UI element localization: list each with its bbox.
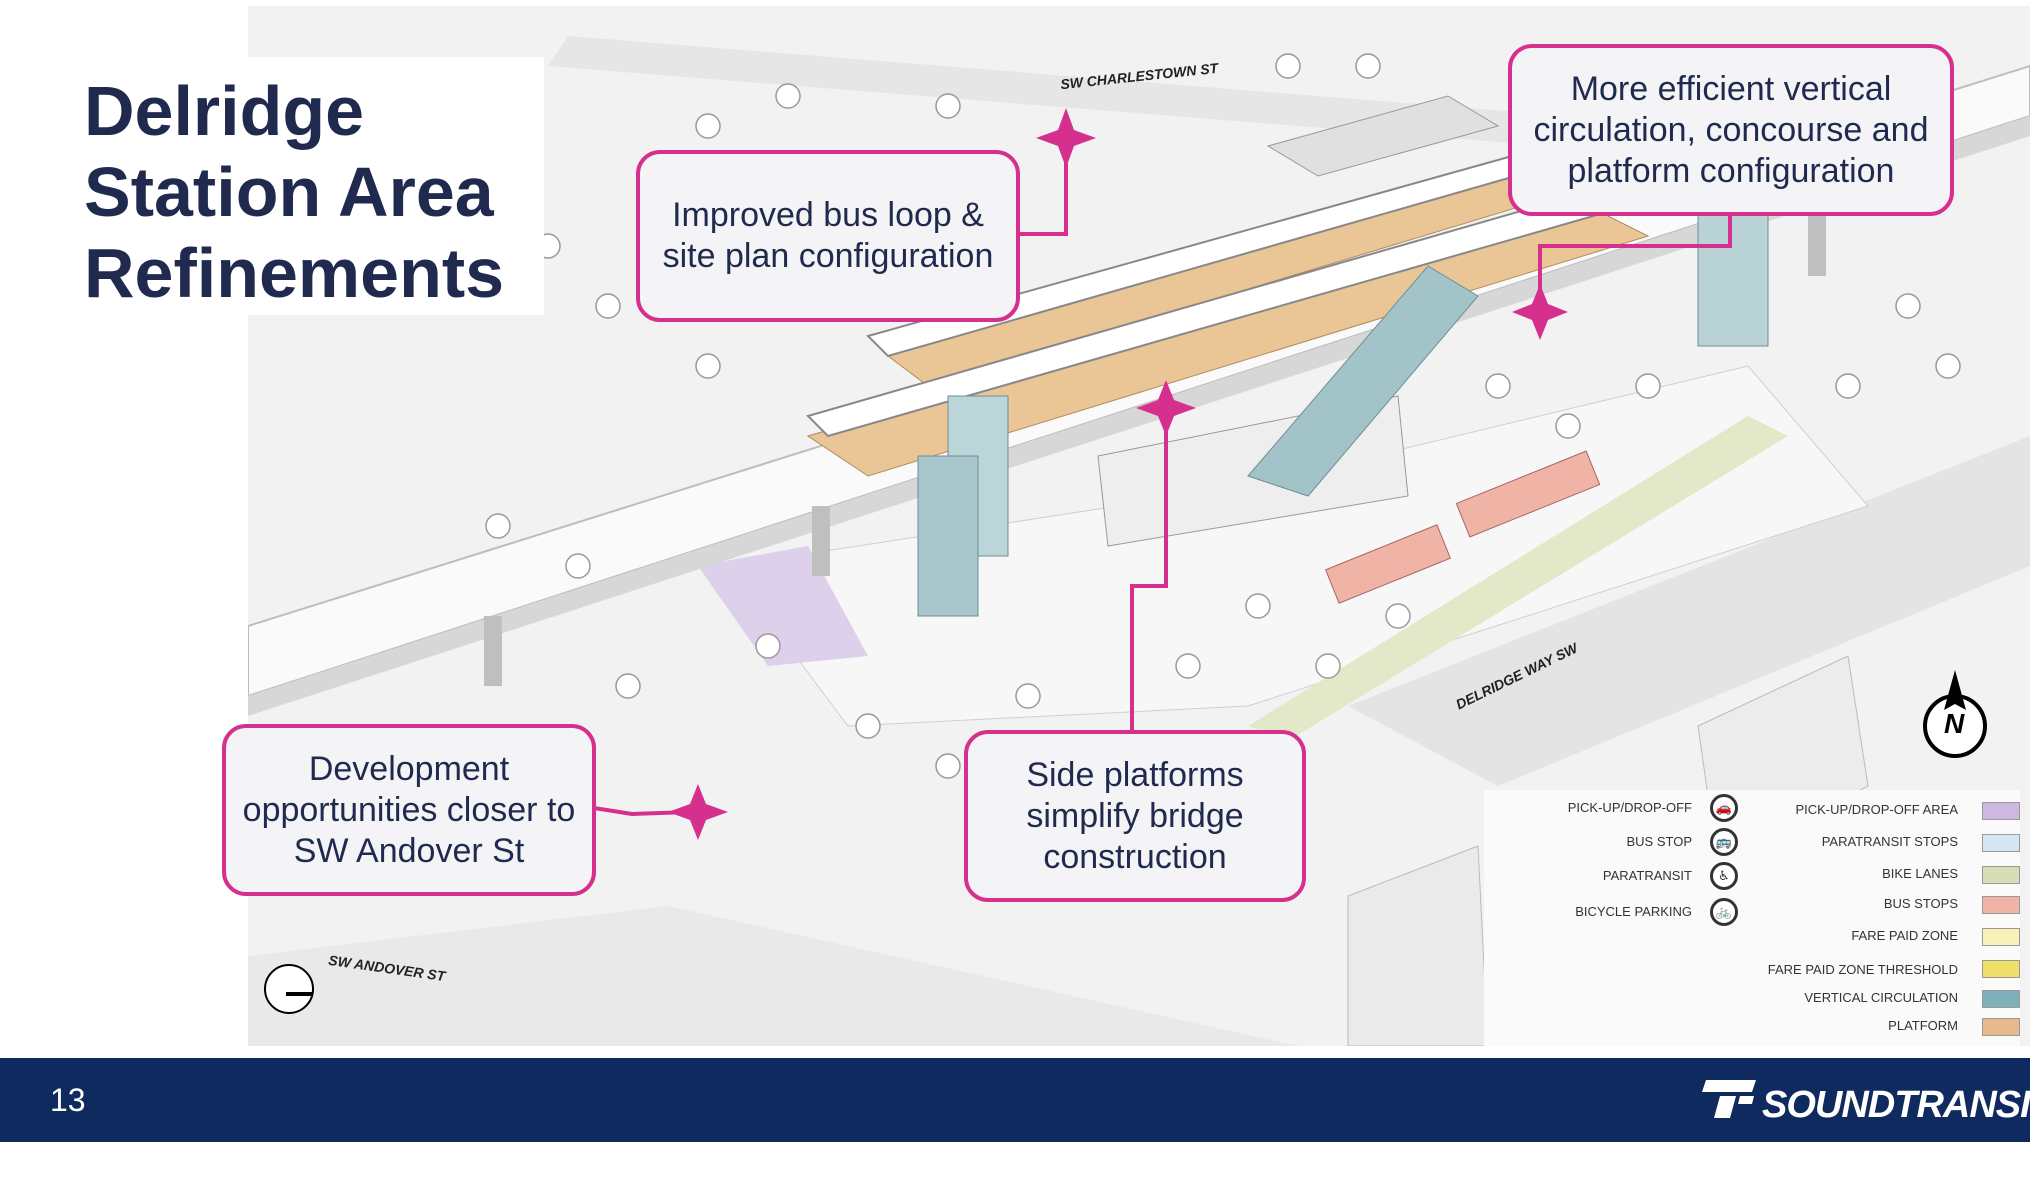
slide-title: Delridge Station Area Refinements — [56, 57, 544, 315]
bicycle-icon: 🚲 — [1710, 898, 1738, 926]
footer-bar — [0, 1058, 2030, 1142]
legend-label-bike-lanes: BIKE LANES — [1882, 866, 1958, 881]
swatch-bike-lanes — [1982, 866, 2020, 884]
title-line-2: Station Area — [84, 153, 494, 231]
callout-vertical-circulation: More efficient vertical circulation, con… — [1508, 44, 1954, 216]
star-marker-vertical — [1512, 284, 1568, 340]
star-marker-bus-loop — [1036, 108, 1096, 168]
swatch-pickup-area — [1982, 802, 2020, 820]
north-label: N — [1944, 708, 1965, 739]
swatch-vertical-circulation — [1982, 990, 2020, 1008]
title-line-3: Refinements — [84, 234, 505, 312]
brand-wordmark: SOUNDTRANSIT — [1762, 1084, 2040, 1126]
swatch-platform — [1982, 1018, 2020, 1036]
swatch-bus-stops — [1982, 896, 2020, 914]
north-arrow-icon: N — [1922, 670, 1988, 760]
legend-panel: PICK-UP/DROP-OFF 🚗 BUS STOP 🚌 PARATRANSI… — [1484, 790, 2020, 1046]
legend-label-paratransit: PARATRANSIT — [1602, 868, 1692, 883]
slide-number: 13 — [50, 1082, 86, 1118]
car-icon: 🚗 — [1710, 794, 1738, 822]
title-line-1: Delridge — [84, 72, 365, 150]
swatch-paratransit-stops — [1982, 834, 2020, 852]
legend-label-pickup-area: PICK-UP/DROP-OFF AREA — [1795, 802, 1958, 817]
paratransit-icon: ♿ — [1710, 862, 1738, 890]
legend-label-paratransit-stops: PARATRANSIT STOPS — [1821, 834, 1958, 849]
star-marker-platforms — [1136, 380, 1196, 436]
legend-label-fare-paid: FARE PAID ZONE — [1851, 928, 1958, 943]
callout-bus-loop: Improved bus loop & site plan configurat… — [636, 150, 1020, 322]
legend-label-bicycle: BICYCLE PARKING — [1575, 904, 1692, 919]
legend-label-bus-stops: BUS STOPS — [1883, 896, 1958, 911]
bus-icon: 🚌 — [1710, 828, 1738, 856]
legend-label-fare-threshold: FARE PAID ZONE THRESHOLD — [1767, 962, 1958, 977]
soundtransit-logo-icon — [1700, 1076, 1758, 1120]
orientation-mark-icon — [264, 964, 314, 1014]
legend-label-platform: PLATFORM — [1888, 1018, 1958, 1033]
star-markers — [668, 108, 1568, 840]
swatch-fare-threshold — [1982, 960, 2020, 978]
star-marker-development — [668, 784, 728, 840]
swatch-fare-paid — [1982, 928, 2020, 946]
legend-label-bus-stop: BUS STOP — [1626, 834, 1692, 849]
callout-side-platforms: Side platforms simplify bridge construct… — [964, 730, 1306, 902]
callout-development: Development opportunities closer to SW A… — [222, 724, 596, 896]
legend-label-vertical-circulation: VERTICAL CIRCULATION — [1804, 990, 1958, 1005]
legend-label-pickup: PICK-UP/DROP-OFF — [1567, 800, 1692, 815]
